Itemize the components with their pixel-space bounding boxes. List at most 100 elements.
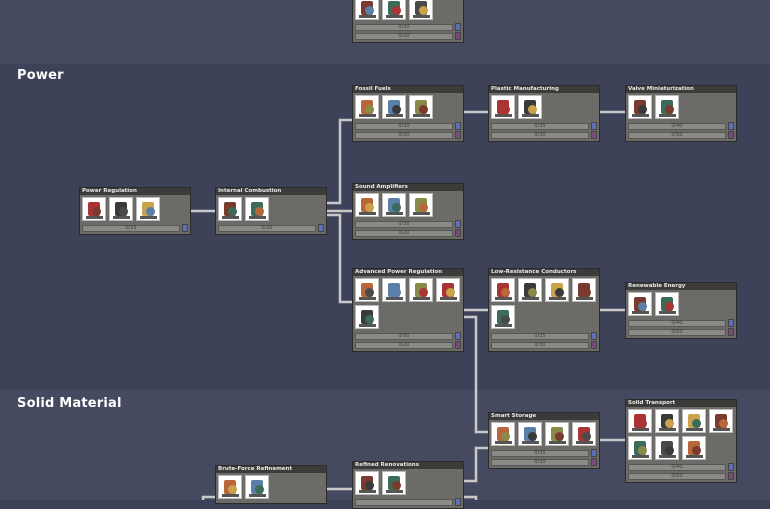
mini-gas-pump-icon[interactable] — [655, 95, 679, 119]
tech-node-power-regulation[interactable]: Power Regulation 0/15 — [79, 187, 191, 235]
advanced-point-icon — [728, 472, 734, 480]
polymer-press-icon[interactable] — [491, 95, 515, 119]
progress-text: 0/30 — [491, 458, 589, 466]
tech-title: Power Regulation — [80, 188, 190, 195]
battery-bank-icon[interactable] — [655, 292, 679, 316]
tech-title: Advanced Power Regulation — [353, 269, 463, 276]
unlock-icons — [353, 0, 465, 20]
oil-well-icon[interactable] — [518, 95, 542, 119]
power-control-icon[interactable] — [355, 278, 379, 302]
console-icon[interactable] — [382, 193, 406, 217]
kiln-icon[interactable] — [245, 475, 269, 499]
generator-icon[interactable] — [355, 95, 379, 119]
circuit-icon[interactable] — [436, 278, 460, 302]
tech-title: Refined Renovations — [353, 462, 463, 469]
auto-sweeper-icon[interactable] — [628, 409, 652, 433]
section-title-solid-material: Solid Material — [17, 396, 122, 411]
advanced-point-icon — [591, 341, 597, 349]
loader-icon[interactable] — [709, 409, 733, 433]
smart-locker-icon[interactable] — [572, 422, 596, 446]
steam-turbine-icon[interactable] — [409, 278, 433, 302]
heavy-wire-bridge-icon[interactable] — [518, 278, 542, 302]
valve-icon[interactable] — [545, 422, 569, 446]
mini-pump-icon[interactable] — [628, 95, 652, 119]
tech-node-refined-renovations[interactable]: Refined Renovations — [352, 461, 464, 509]
pipe-icon[interactable] — [355, 0, 379, 20]
progress-text: 0/40 — [628, 319, 726, 327]
rail-icon[interactable] — [655, 409, 679, 433]
research-point-icon — [455, 122, 461, 130]
wire-bridge-icon[interactable] — [136, 197, 160, 221]
advanced-progress-bar: 0/30 — [491, 131, 597, 139]
progress-text: 0/35 — [491, 122, 589, 130]
bridge-icon[interactable] — [682, 436, 706, 460]
research-progress-bar: 0/35 — [491, 332, 597, 340]
research-point-icon — [728, 463, 734, 471]
tech-title: Valve Miniaturization — [626, 86, 736, 93]
research-point-icon — [728, 122, 734, 130]
storage-bin-icon[interactable] — [491, 422, 515, 446]
tech-title: Smart Storage — [489, 413, 599, 420]
robot-icon[interactable] — [409, 0, 433, 20]
progress-text: 0/20 — [355, 131, 453, 139]
advanced-progress-bar: 0/50 — [628, 472, 734, 480]
battery-icon[interactable] — [82, 197, 106, 221]
heavy-wire-icon[interactable] — [572, 278, 596, 302]
conductor-icon[interactable] — [491, 278, 515, 302]
section-title-power: Power — [17, 68, 64, 83]
shutoff-icon[interactable] — [655, 436, 679, 460]
petroleum-generator-icon[interactable] — [409, 95, 433, 119]
conveyor-receptacle-icon[interactable] — [682, 409, 706, 433]
progress-text: 0/30 — [355, 332, 453, 340]
solar-panel-icon[interactable] — [628, 292, 652, 316]
research-progress-bar: 0/35 — [491, 122, 597, 130]
large-transformer-icon[interactable] — [382, 278, 406, 302]
advanced-progress-bar: 0/50 — [628, 328, 734, 336]
wire-coil-icon[interactable] — [491, 305, 515, 329]
advanced-point-icon — [728, 131, 734, 139]
speaker-icon[interactable] — [409, 193, 433, 217]
tech-node-brute-force-refinement[interactable]: Brute-Force Refinement — [215, 465, 327, 504]
conductive-wire-icon[interactable] — [355, 305, 379, 329]
research-point-icon — [455, 498, 461, 506]
machine-icon[interactable] — [382, 0, 406, 20]
progress-text: 0/40 — [628, 122, 726, 130]
progress-text: 0/50 — [628, 328, 726, 336]
conveyor-loader-icon[interactable] — [518, 422, 542, 446]
unlock-icons — [626, 290, 738, 316]
hydrogen-generator-icon[interactable] — [245, 197, 269, 221]
transformer-icon[interactable] — [109, 197, 133, 221]
research-progress-bar: 0/30 — [355, 122, 461, 130]
chute-icon[interactable] — [628, 436, 652, 460]
link-brute-prev — [201, 495, 215, 500]
tech-title: Internal Combustion — [216, 188, 326, 195]
research-progress-bar: 0/30 — [355, 220, 461, 228]
research-progress-bar: 0/15 — [82, 224, 188, 232]
pole-icon[interactable] — [355, 471, 379, 495]
jukebox-icon[interactable] — [355, 193, 379, 217]
unlock-icons — [353, 93, 465, 119]
progress-text: 0/20 — [355, 229, 453, 237]
advanced-point-icon — [591, 131, 597, 139]
joint-plate-icon[interactable] — [545, 278, 569, 302]
progress-text: 0/30 — [491, 131, 589, 139]
wood-burner-icon[interactable] — [218, 197, 242, 221]
refinery-icon[interactable] — [382, 95, 406, 119]
progress-text: 0/20 — [355, 32, 453, 40]
research-progress-bar: 0/40 — [628, 122, 734, 130]
window-tile-icon[interactable] — [382, 471, 406, 495]
tech-title: Plastic Manufacturing — [489, 86, 599, 93]
research-progress-bar: 0/40 — [628, 463, 734, 471]
rock-crusher-icon[interactable] — [218, 475, 242, 499]
